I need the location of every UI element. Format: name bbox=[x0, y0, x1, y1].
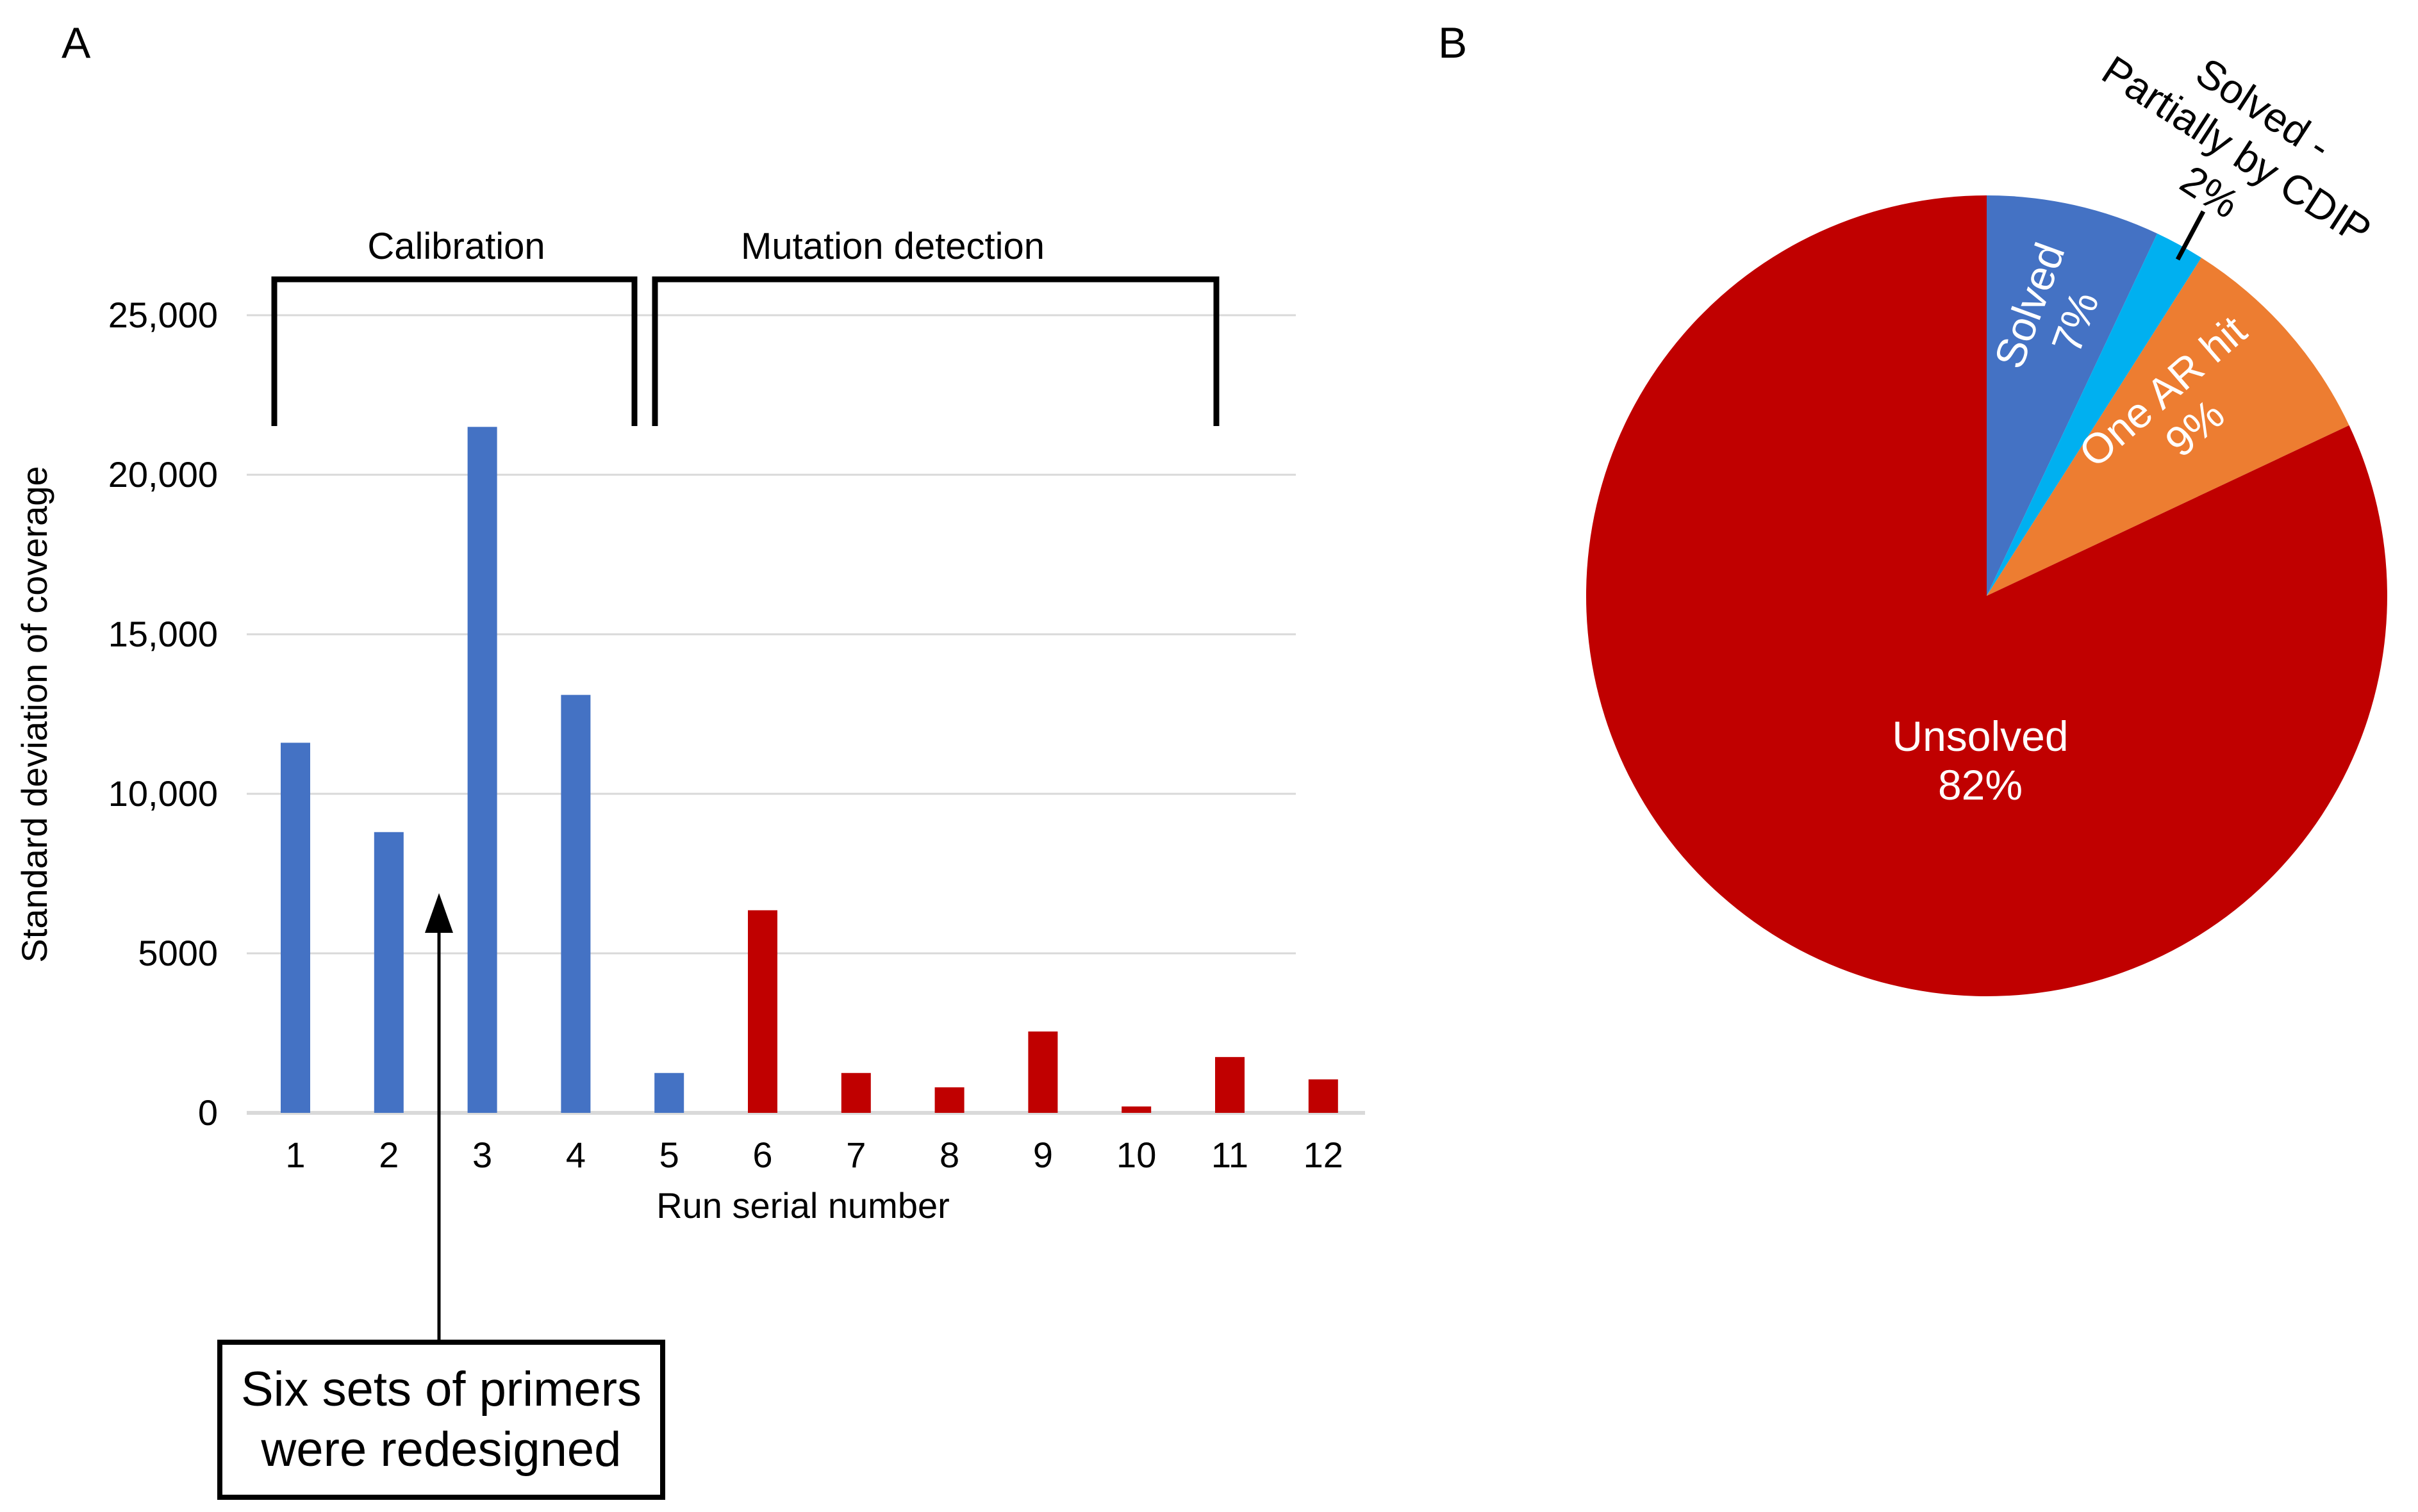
bar-run-2 bbox=[374, 832, 404, 1113]
y-tick-label: 25,000 bbox=[108, 295, 218, 335]
pie-leader-line bbox=[2175, 210, 2206, 261]
bar-run-7 bbox=[841, 1072, 871, 1113]
pie-slice-one-ar-hit bbox=[1987, 258, 2349, 596]
x-tick-label: 1 bbox=[285, 1135, 305, 1175]
x-tick-label: 8 bbox=[940, 1135, 959, 1175]
y-tick-label: 20,000 bbox=[108, 454, 218, 495]
mutation-detection-bracket bbox=[652, 276, 1220, 426]
bar-run-1 bbox=[281, 743, 310, 1113]
x-tick-label: 10 bbox=[1116, 1135, 1156, 1175]
bar-run-8 bbox=[934, 1087, 965, 1113]
bar-run-5 bbox=[654, 1072, 684, 1113]
x-tick-label: 12 bbox=[1304, 1135, 1343, 1175]
bar-run-9 bbox=[1028, 1031, 1058, 1113]
x-tick-label: 6 bbox=[752, 1135, 772, 1175]
bar-chart-gridlines bbox=[247, 314, 1365, 1115]
pie-label-unsolved-line1: Unsolved bbox=[1892, 712, 2069, 760]
pie-slice-solved-partially-by-cdip bbox=[1987, 233, 2201, 596]
annotation-line-2: were redesigned bbox=[261, 1422, 622, 1477]
x-tick-label: 7 bbox=[846, 1135, 866, 1175]
y-axis-title: Standard deviation of coverage bbox=[14, 466, 54, 962]
y-tick-label: 10,000 bbox=[108, 773, 218, 814]
x-tick-label: 11 bbox=[1211, 1135, 1248, 1175]
bar-run-4 bbox=[561, 694, 591, 1113]
y-tick-label: 5000 bbox=[138, 933, 218, 973]
x-tick-label: 9 bbox=[1033, 1135, 1053, 1175]
pie-slice-unsolved bbox=[1586, 195, 2387, 996]
calibration-bracket-label: Calibration bbox=[367, 226, 545, 267]
panel-b-letter: B bbox=[1438, 19, 1467, 67]
x-tick-label: 3 bbox=[472, 1135, 492, 1175]
x-axis-title: Run serial number bbox=[656, 1185, 950, 1226]
x-tick-label: 4 bbox=[566, 1135, 586, 1175]
y-tick-label: 15,000 bbox=[108, 614, 218, 654]
panel-a-letter: A bbox=[62, 19, 91, 67]
bar-run-6 bbox=[748, 910, 777, 1113]
y-tick-label: 0 bbox=[198, 1092, 218, 1133]
bar-run-11 bbox=[1215, 1056, 1245, 1113]
mutation-detection-bracket-label: Mutation detection bbox=[741, 226, 1045, 267]
bar-run-3 bbox=[467, 427, 497, 1113]
pie-slice-solved bbox=[1987, 195, 2158, 596]
bar-run-10 bbox=[1122, 1106, 1152, 1113]
annotation-line-1: Six sets of primers bbox=[240, 1362, 642, 1417]
annotation-box: Six sets of primers were redesigned bbox=[217, 1340, 665, 1500]
pie-label-unsolved: Unsolved 82% bbox=[1892, 712, 2068, 810]
annotation-arrow-head-icon bbox=[425, 893, 453, 933]
bar-chart-ytick-labels: 0 5000 10,000 15,000 20,000 25,000 bbox=[108, 295, 218, 1133]
x-tick-label: 5 bbox=[659, 1135, 679, 1175]
pie-chart-slices bbox=[1586, 195, 2387, 996]
x-tick-label: 2 bbox=[379, 1135, 399, 1175]
pie-label-unsolved-line2: 82% bbox=[1937, 761, 2023, 809]
calibration-bracket bbox=[271, 276, 638, 426]
bar-run-12 bbox=[1308, 1079, 1338, 1113]
bar-chart-bars bbox=[281, 427, 1338, 1113]
